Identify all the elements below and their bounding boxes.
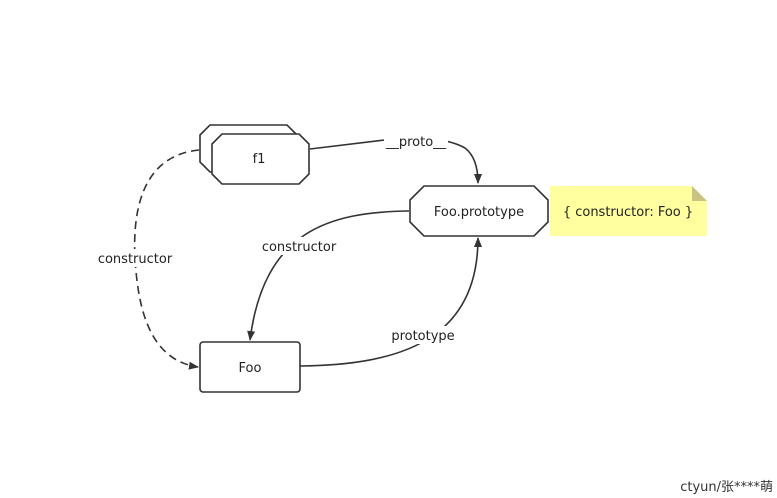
- constructor-dashed-edge[interactable]: [133, 149, 200, 370]
- constructor-solid-label-bg: [259, 237, 339, 255]
- foo-label: Foo: [239, 361, 262, 376]
- f1-label: f1: [253, 152, 266, 167]
- watermark: ctyun/张****萌: [680, 480, 773, 495]
- prototype-edge[interactable]: [299, 237, 482, 367]
- f1-node-front-shape: [211, 133, 310, 185]
- note-body: [550, 186, 707, 236]
- constructor-dashed-label: constructor: [98, 252, 173, 267]
- proto-label-bg: [384, 132, 448, 150]
- prototype-label: prototype: [391, 329, 454, 344]
- prototype-label-bg: [387, 326, 459, 344]
- note-fold-corner: [692, 186, 707, 201]
- constructor-solid-label: constructor: [262, 240, 337, 255]
- foo-prototype-label: Foo.prototype: [434, 205, 524, 220]
- constructor-note[interactable]: { constructor: Foo }: [550, 186, 707, 236]
- f1-node[interactable]: f1: [199, 124, 310, 185]
- proto-label: __proto__: [385, 135, 447, 150]
- constructor-solid-edge[interactable]: [247, 210, 410, 341]
- note-text: { constructor: Foo }: [563, 205, 693, 220]
- constructor-dashed-label-bg: [96, 249, 176, 267]
- foo-prototype-node[interactable]: Foo.prototype: [409, 185, 549, 237]
- foo-prototype-shape: [409, 185, 549, 237]
- foo-node[interactable]: Foo: [199, 341, 301, 393]
- foo-shape: [199, 341, 301, 393]
